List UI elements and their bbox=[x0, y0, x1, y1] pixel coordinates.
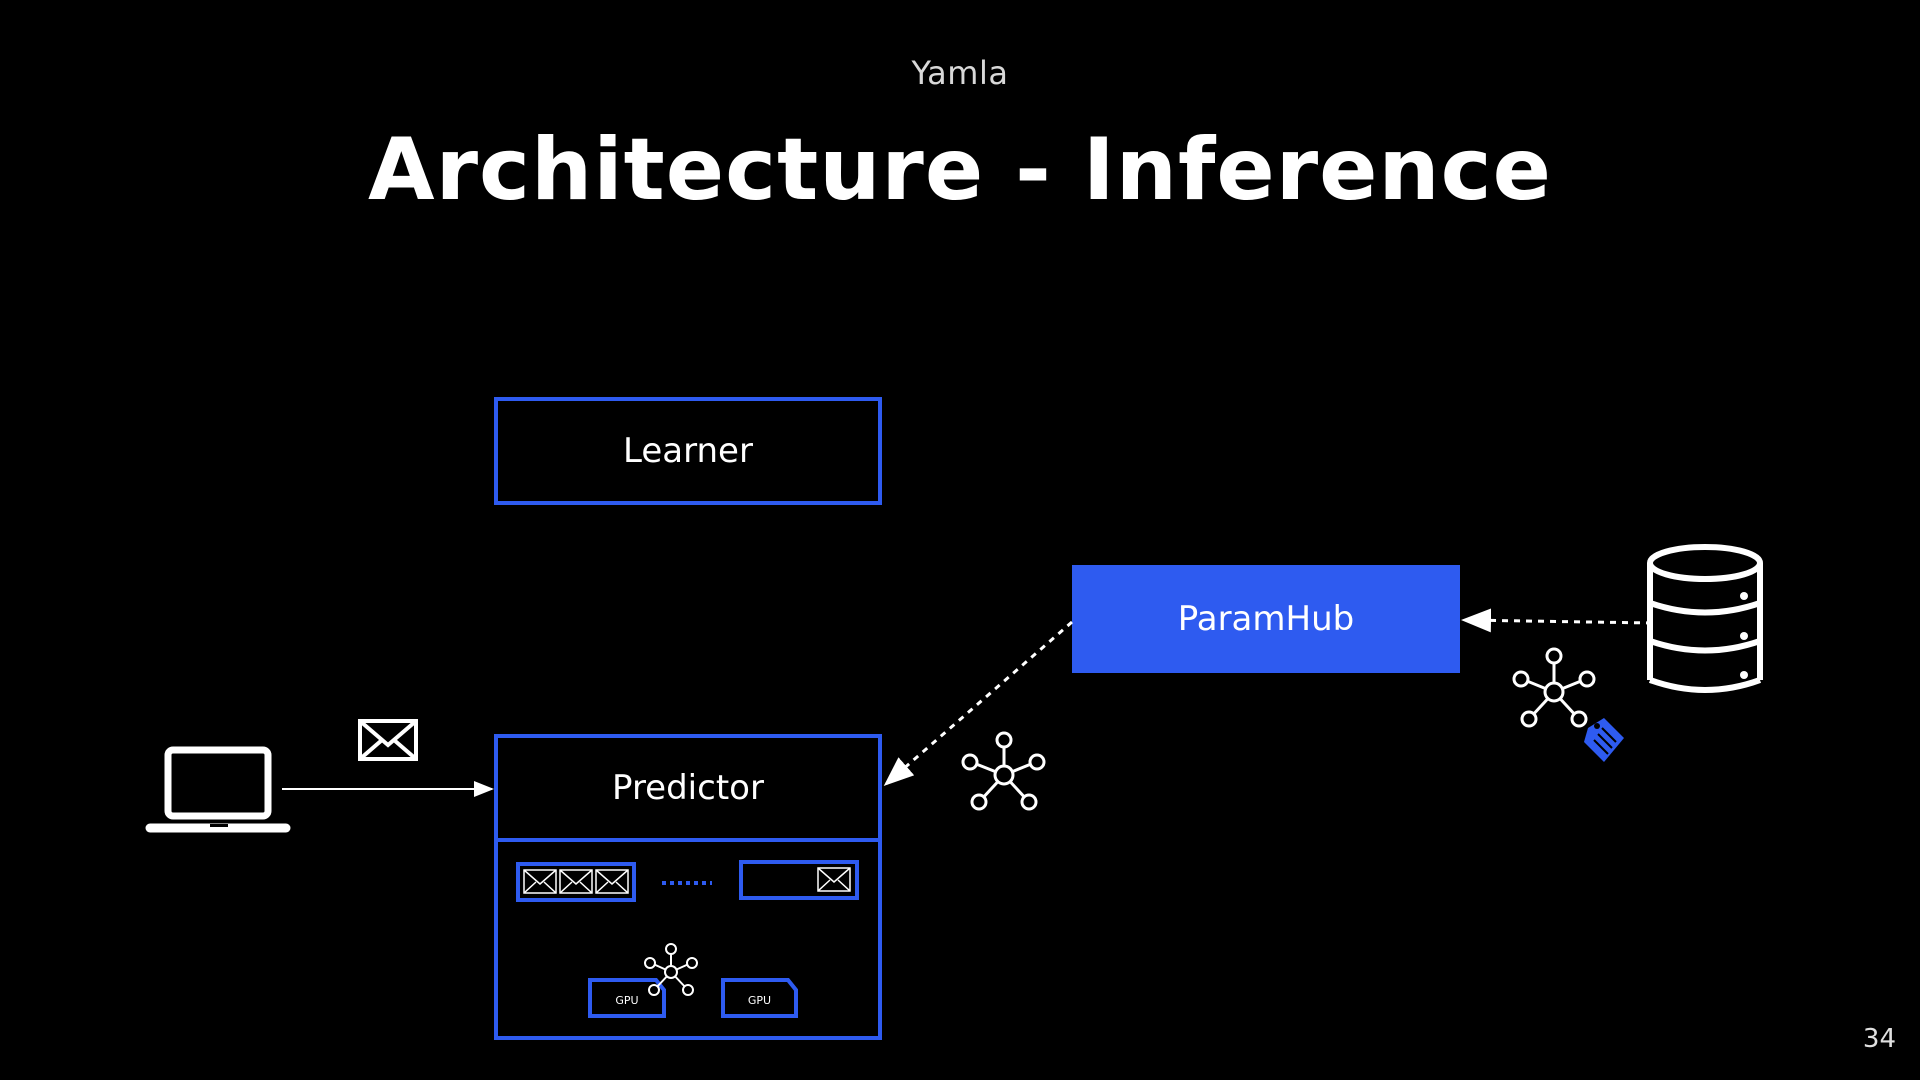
params-dashed-arrow bbox=[883, 620, 1073, 786]
request-queue-right bbox=[739, 860, 859, 900]
gpu-label-1: GPU bbox=[615, 993, 639, 1007]
database-icon bbox=[1647, 544, 1763, 693]
page-number: 34 bbox=[1862, 1024, 1896, 1054]
predictor-box: Predictor bbox=[494, 734, 882, 1040]
gpu-label-2: GPU bbox=[747, 993, 772, 1007]
tagged-network-graph-icon bbox=[1512, 647, 1596, 728]
learner-box: Learner bbox=[494, 397, 882, 505]
paramhub-box: ParamHub bbox=[1072, 565, 1460, 673]
network-graph-icon bbox=[961, 731, 1046, 811]
gpu-chip-2 bbox=[721, 978, 798, 1018]
slide-kicker: Yamla bbox=[911, 54, 1009, 92]
request-queue-left bbox=[516, 862, 636, 902]
small-network-graph-icon bbox=[644, 943, 698, 996]
tag-icon bbox=[1584, 718, 1624, 762]
paramhub-label: ParamHub bbox=[1177, 599, 1355, 639]
learner-label: Learner bbox=[623, 431, 753, 471]
laptop-icon bbox=[145, 746, 291, 833]
gpu-chip-1 bbox=[588, 978, 666, 1018]
slide-title: Architecture - Inference bbox=[368, 120, 1552, 220]
db-dashed-arrow bbox=[1461, 608, 1653, 633]
predictor-label: Predictor bbox=[612, 768, 764, 808]
predictor-header: Predictor bbox=[498, 738, 878, 842]
envelope-icon bbox=[358, 719, 418, 761]
